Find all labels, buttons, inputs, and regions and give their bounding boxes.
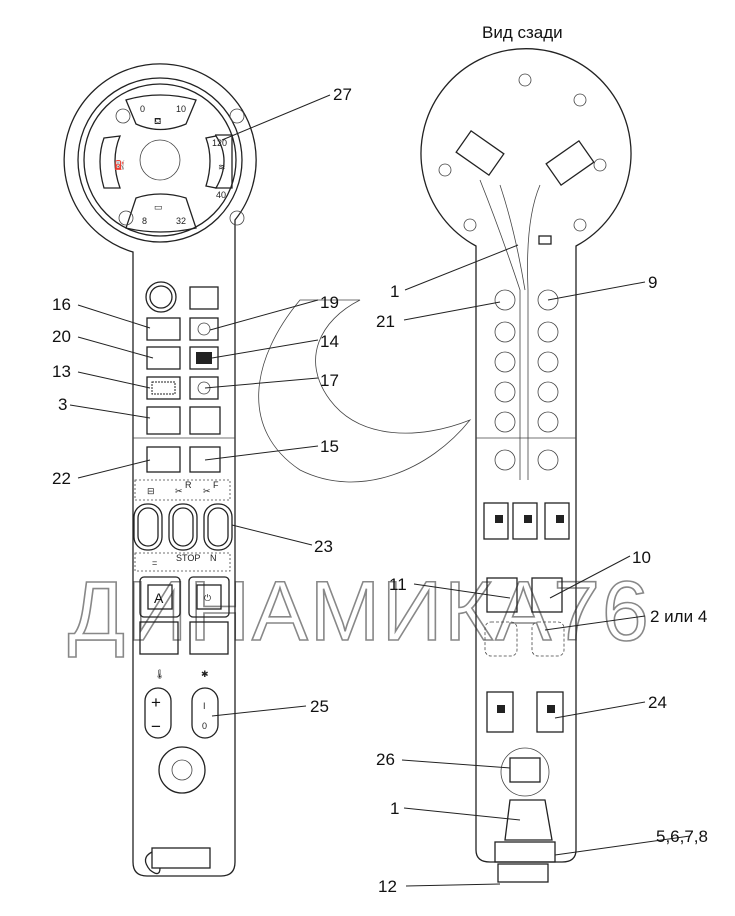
gauge-max: 32 [176,216,186,226]
gauge-min: 8 [142,216,147,226]
coolant-temp-gauge: 120 40 ≋ [205,134,233,200]
gauge-max: 10 [176,104,186,114]
callout-27: 27 [333,85,352,104]
callout-9: 9 [648,273,657,292]
callout-14: 14 [320,332,339,351]
callout-11: 11 [389,575,407,594]
callout-12: 12 [378,877,397,896]
callout-15: 15 [320,437,339,456]
gauge-min: 40 [216,190,226,200]
button-14[interactable] [189,346,219,370]
button-19[interactable] [189,317,219,341]
callout-2-or-4: 2 или 4 [650,607,707,626]
minus-icon: − [151,717,161,736]
rocker-switch[interactable] [203,503,233,551]
button-3[interactable] [146,406,181,435]
callout-19: 19 [320,293,339,312]
gauge-max: 120 [212,138,227,148]
callout-10: 10 [632,548,651,567]
connector-26 [509,757,541,783]
connector-12 [497,863,549,883]
auto-button[interactable] [139,576,181,618]
oil-can-icon: ⛾ [154,116,161,126]
callout-13: 13 [52,362,71,381]
rear-view-title: Вид сзади [482,23,563,42]
button-16[interactable] [146,317,181,341]
button-blank[interactable] [189,406,221,435]
button-heater[interactable] [189,286,219,310]
plus-minus-rocker[interactable] [144,687,172,739]
callout-25: 25 [310,697,329,716]
connector-24 [536,691,564,733]
rear-wiper-icon: ✂ [175,486,183,496]
joystick-knob[interactable] [158,746,206,794]
temp-warning-lamp [229,210,245,226]
relay-block [545,139,595,187]
power-icon: ⏻ [204,593,211,603]
callout-20: 20 [52,327,71,346]
blank-button[interactable] [189,621,229,655]
neutral-label: N [210,553,217,563]
button-17[interactable] [189,376,219,400]
callout-22: 22 [52,469,71,488]
callout-23: 23 [314,537,333,556]
oil-pressure-gauge: 0 10 ⛾ [125,94,197,131]
gauge-min: 0 [140,104,145,114]
blank-button[interactable] [139,621,179,655]
stop-label: STOP [176,553,200,563]
charge-warning-lamp [118,210,134,226]
connector-10 [531,577,563,613]
callout-3: 3 [58,395,67,414]
connector-columns [494,289,559,471]
bottom-connector [151,847,211,869]
fuel-warning-lamp [115,108,131,124]
battery-icon: ▭ [154,202,163,212]
button-22[interactable] [146,446,181,473]
button-20[interactable] [146,346,181,370]
front-panel: 0 10 ⛾ 120 40 ≋ ⛽ 8 32 ▭ [63,63,257,877]
callout-1: 1 [390,282,399,301]
callout-26: 26 [376,750,395,769]
front-label: F [213,480,219,490]
callout-21: 21 [376,312,395,331]
callout-1: 1 [390,799,399,818]
button-15[interactable] [189,446,221,473]
front-callouts: 27 16 19 20 14 13 17 3 22 15 23 25 [52,85,352,717]
rocker-switches-23 [133,503,233,551]
watermark-text: ДИНАМИКА76 [68,564,651,658]
on-icon: I [203,701,206,711]
relay-block [455,129,505,177]
power-button[interactable] [188,576,230,618]
rear-callouts: 1 9 21 10 11 2 или 4 24 26 1 5,6,7,8 12 [376,244,708,896]
rear-label: R [185,480,192,490]
rear-panel [420,48,632,883]
button-13[interactable] [146,376,181,400]
fan-icon: ✱ [201,669,209,679]
oil-warning-lamp [229,108,245,124]
watermark: ДИНАМИКА76 [67,299,651,659]
minus-label: = [152,558,157,568]
auto-label: A [154,590,164,606]
callout-24: 24 [648,693,667,712]
thermometer-icon: 🌡 [154,669,165,679]
rocker-switch[interactable] [168,503,198,551]
temperature-icon: ≋ [218,162,226,172]
fuel-icon: ⛽ [114,159,125,170]
on-off-rocker-25[interactable] [191,687,219,739]
battery-icon: ⊟ [147,486,155,496]
plus-icon: + [151,693,161,712]
round-button[interactable] [145,281,177,313]
callout-5-6-7-8: 5,6,7,8 [656,827,708,846]
voltage-gauge: 8 32 ▭ [125,193,197,233]
off-icon: 0 [202,721,207,731]
callout-16: 16 [52,295,71,314]
front-wiper-icon: ✂ [203,486,211,496]
rocker-switch[interactable] [133,503,163,551]
callout-17: 17 [320,371,339,390]
fuel-gauge: ⛽ [99,135,125,189]
